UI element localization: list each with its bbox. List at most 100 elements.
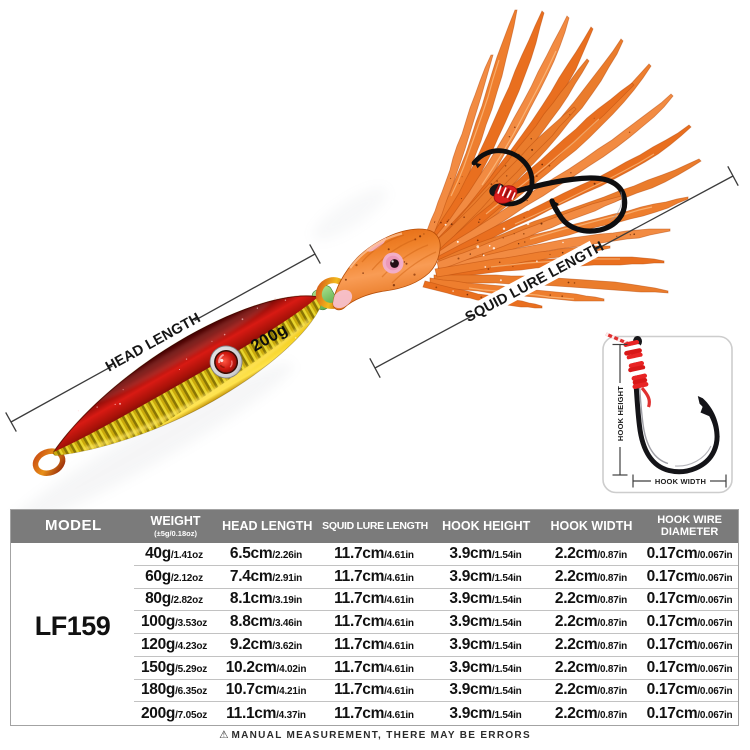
- header-weight-note: (±5g/0.18oz): [154, 528, 197, 538]
- cell-weight: 80g/2.82oz: [145, 590, 203, 608]
- table-row: 40g/1.41oz 6.5cm/2.26in 11.7cm/4.61in 3.9cm…: [134, 543, 738, 566]
- cell-wire: 0.17cm/0.067in: [646, 590, 733, 608]
- cell-head: 10.2cm/4.02in: [225, 658, 307, 676]
- cell-wire: 0.17cm/0.067in: [646, 544, 733, 562]
- cell-wire: 0.17cm/0.067in: [646, 658, 733, 676]
- cell-weight: 120g/4.23oz: [140, 635, 208, 653]
- footer-note-text: MANUAL MEASUREMENT, THERE MAY BE ERRORS: [231, 730, 531, 741]
- header-squid-lure-length: SQUID LURE LENGTH: [322, 519, 428, 532]
- hook-height-dimension: [612, 343, 628, 476]
- cell-hook_w: 2.2cm/0.87in: [554, 613, 628, 631]
- table-row: 150g/5.29oz 10.2cm/4.02in 11.7cm/4.61in 3.9…: [134, 657, 738, 680]
- cell-wire: 0.17cm/0.067in: [646, 681, 733, 699]
- hook-width-dimension: [632, 474, 727, 488]
- spec-rows: 40g/1.41oz 6.5cm/2.26in 11.7cm/4.61in 3.9cm…: [134, 543, 738, 725]
- header-head-length: HEAD LENGTH: [222, 518, 313, 533]
- left-hook: [471, 148, 535, 207]
- hook-height-label: HOOK HEIGHT: [616, 386, 625, 441]
- lure-illustration: 200g: [5, 9, 739, 510]
- cell-weight: 60g/2.12oz: [145, 567, 203, 585]
- cell-squid: 11.7cm/4.61in: [334, 567, 414, 585]
- left-hook-barb: [474, 162, 482, 169]
- warning-icon: ⚠: [219, 729, 229, 741]
- hook-diagram-inset: HOOK HEIGHT HOOK WIDTH: [602, 332, 733, 494]
- cell-head: 8.8cm/3.46in: [229, 613, 303, 631]
- right-hook: [502, 175, 628, 234]
- tentacles: [422, 9, 702, 309]
- cell-head: 11.1cm/4.37in: [226, 704, 306, 722]
- table-row: 180g/6.35oz 10.7cm/4.21in 11.7cm/4.61in 3.9…: [134, 680, 738, 703]
- jig-belly-highlight: [83, 318, 311, 451]
- table-row: 60g/2.12oz 7.4cm/2.91in 11.7cm/4.61in 3.9cm…: [134, 566, 738, 589]
- footer-note: ⚠MANUAL MEASUREMENT, THERE MAY BE ERRORS: [0, 729, 750, 741]
- cell-weight: 40g/1.41oz: [145, 544, 203, 562]
- cell-squid: 11.7cm/4.61in: [334, 704, 414, 722]
- cell-squid: 11.7cm/4.61in: [334, 681, 414, 699]
- tail-ring: [32, 448, 66, 477]
- cell-hook_w: 2.2cm/0.87in: [554, 658, 628, 676]
- cell-wire: 0.17cm/0.067in: [646, 704, 733, 722]
- cell-hook_w: 2.2cm/0.87in: [554, 704, 628, 722]
- inset-hook: [631, 345, 720, 475]
- cell-hook_h: 3.9cm/1.54in: [449, 681, 522, 699]
- inset-cord: [605, 332, 651, 408]
- hook-binding-cord: [494, 183, 516, 201]
- header-hook-wire-line2: DIAMETER: [660, 525, 719, 538]
- cell-head: 6.5cm/2.26in: [229, 544, 303, 562]
- cell-head: 10.7cm/4.21in: [225, 681, 307, 699]
- table-row: 120g/4.23oz 9.2cm/3.62in 11.7cm/4.61in 3.9c…: [134, 634, 738, 657]
- cell-hook_h: 3.9cm/1.54in: [449, 544, 522, 562]
- cell-squid: 11.7cm/4.61in: [334, 658, 414, 676]
- cell-squid: 11.7cm/4.61in: [334, 613, 414, 631]
- header-weight-label: WEIGHT: [150, 514, 201, 529]
- inset-whipping: [623, 339, 649, 390]
- cell-wire: 0.17cm/0.067in: [646, 567, 733, 585]
- cell-squid: 11.7cm/4.61in: [334, 590, 414, 608]
- spec-table: MODEL WEIGHT (±5g/0.18oz) HEAD LENGTH SQ…: [10, 509, 739, 726]
- cell-weight: 150g/5.29oz: [140, 658, 208, 676]
- model-value: LF159: [34, 610, 111, 641]
- model-column: LF159: [11, 543, 134, 725]
- cell-hook_h: 3.9cm/1.54in: [449, 704, 522, 722]
- jig-eye: [209, 345, 243, 379]
- cell-squid: 11.7cm/4.61in: [334, 544, 414, 562]
- header-hook-width: HOOK WIDTH: [550, 518, 633, 533]
- header-hook-wire-diameter: HOOK WIRE DIAMETER: [641, 513, 738, 539]
- header-weight: WEIGHT (±5g/0.18oz): [136, 515, 216, 538]
- spec-table-header: MODEL WEIGHT (±5g/0.18oz) HEAD LENGTH SQ…: [11, 510, 738, 543]
- header-hook-height: HOOK HEIGHT: [442, 518, 531, 533]
- cell-weight: 100g/3.53oz: [140, 613, 208, 631]
- cell-wire: 0.17cm/0.067in: [646, 635, 733, 653]
- cell-head: 9.2cm/3.62in: [229, 635, 303, 653]
- table-row: 80g/2.82oz 8.1cm/3.19in 11.7cm/4.61in 3.9cm…: [134, 589, 738, 612]
- cell-hook_w: 2.2cm/0.87in: [554, 544, 628, 562]
- cell-head: 7.4cm/2.91in: [229, 567, 303, 585]
- spec-table-body: LF159 40g/1.41oz 6.5cm/2.26in 11.7cm/4.61i…: [11, 543, 738, 725]
- inset-hook-barb: [700, 404, 710, 417]
- jig-head: 200g: [32, 277, 350, 483]
- table-row: 100g/3.53oz 8.8cm/3.46in 11.7cm/4.61in 3.9c…: [134, 611, 738, 634]
- hook-width-label: HOOK WIDTH: [655, 477, 706, 486]
- cell-hook_h: 3.9cm/1.54in: [449, 590, 522, 608]
- cell-hook_h: 3.9cm/1.54in: [449, 658, 522, 676]
- squid-eye: [382, 252, 404, 274]
- cell-squid: 11.7cm/4.61in: [334, 635, 414, 653]
- soft-shadows: [6, 187, 388, 510]
- jig-red-back: [54, 295, 318, 452]
- cell-hook_w: 2.2cm/0.87in: [554, 681, 628, 699]
- cell-hook_h: 3.9cm/1.54in: [449, 567, 522, 585]
- header-model: MODEL: [44, 517, 102, 535]
- cell-weight: 180g/6.35oz: [140, 681, 208, 699]
- cell-hook_w: 2.2cm/0.87in: [554, 567, 628, 585]
- cell-wire: 0.17cm/0.067in: [646, 613, 733, 631]
- cell-hook_h: 3.9cm/1.54in: [449, 635, 522, 653]
- cell-hook_w: 2.2cm/0.87in: [554, 590, 628, 608]
- header-hook-wire-line1: HOOK WIRE: [657, 513, 723, 526]
- cell-hook_w: 2.2cm/0.87in: [554, 635, 628, 653]
- cell-hook_h: 3.9cm/1.54in: [449, 613, 522, 631]
- assist-hooks: [471, 148, 628, 234]
- cell-head: 8.1cm/3.19in: [229, 590, 303, 608]
- squid-skirt: [332, 9, 702, 311]
